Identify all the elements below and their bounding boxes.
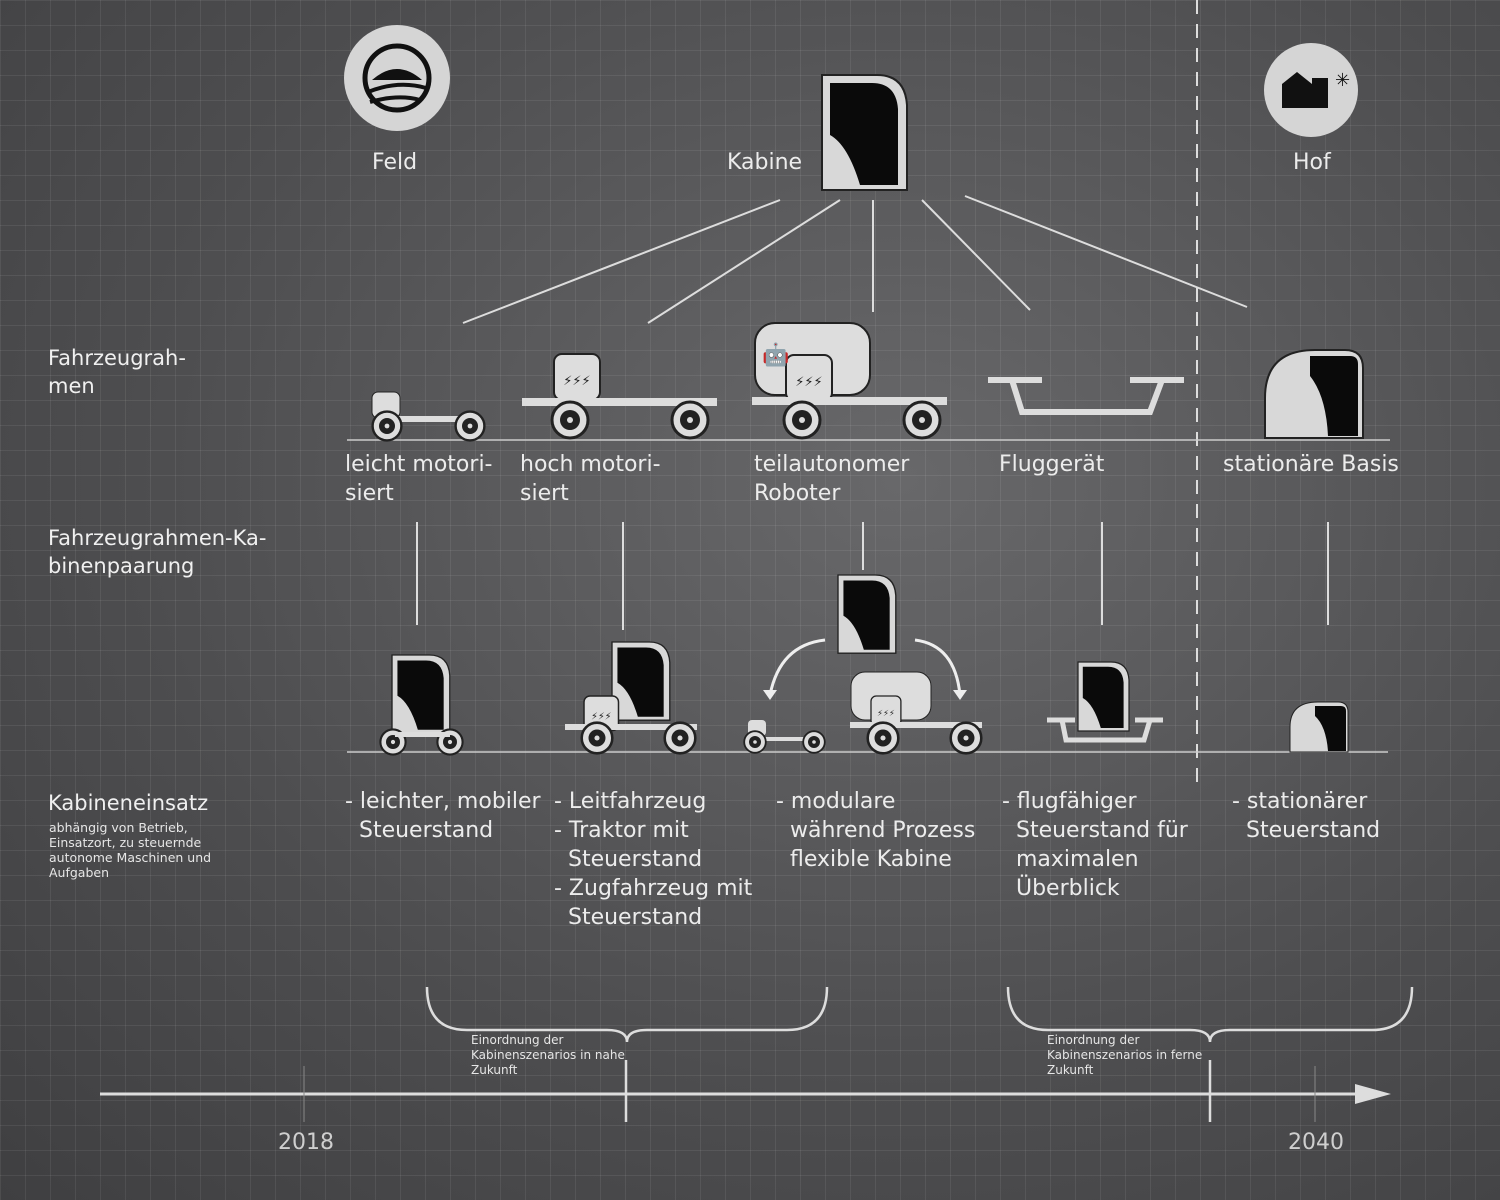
robot-frame: 🤖 xyxy=(752,322,947,440)
usage-text: - stationärer Steuerstand xyxy=(1232,789,1381,843)
far-future-note: Einordnung der Kabinenszenarios in ferne… xyxy=(1047,1033,1203,1077)
timeline-start-year: 2018 xyxy=(278,1130,334,1155)
cabin-label: Kabine xyxy=(727,150,803,175)
farm-icon: ✳ xyxy=(1264,43,1358,137)
stationary-base-with-cabin xyxy=(1289,701,1349,753)
heavy-vehicle-with-cabin xyxy=(565,641,697,755)
usage-text: - leichter, mobiler Steuerstand xyxy=(345,789,541,843)
near-future-note: Einordnung der Kabinenszenarios in nahe … xyxy=(471,1033,625,1077)
modular-cabin-swap xyxy=(743,574,983,755)
stationary-base-frame xyxy=(1264,349,1364,439)
field-label: Feld xyxy=(372,150,418,175)
svg-text:✳: ✳ xyxy=(1335,70,1350,91)
usage-text: - Leitfahrzeug - Traktor mit Steuerstand… xyxy=(554,789,753,930)
row-label-pairing: Fahrzeugrahmen-Ka- binenpaarung xyxy=(48,526,267,578)
timeline-end-year: 2040 xyxy=(1288,1130,1344,1155)
row-label-frame: Fahrzeugrah- men xyxy=(48,346,186,398)
frame-label: hoch motori- siert xyxy=(520,452,661,506)
timeline-axis xyxy=(100,1060,1391,1122)
frame-label: leicht motori- siert xyxy=(345,452,493,506)
aircraft-frame xyxy=(988,377,1184,415)
usage-text: - flugfähiger Steuerstand für maximalen … xyxy=(1002,789,1188,901)
usage-text: - modulare während Prozess flexible Kabi… xyxy=(776,789,976,872)
connector-lines xyxy=(416,195,1329,630)
frame-label: stationäre Basis xyxy=(1223,452,1399,477)
row-usage-note: abhängig von Betrieb, Einsatzort, zu ste… xyxy=(49,820,212,880)
frame-label: Fluggerät xyxy=(999,452,1105,477)
light-vehicle-frame xyxy=(371,391,486,442)
heavy-vehicle-frame xyxy=(522,353,717,440)
field-icon xyxy=(344,25,450,131)
near-future-brace xyxy=(425,986,829,1043)
light-vehicle-with-cabin xyxy=(379,654,464,756)
far-future-brace xyxy=(1006,986,1414,1043)
row-label-usage: Kabineneinsatz xyxy=(48,791,209,815)
farm-label: Hof xyxy=(1293,150,1331,175)
cabin-icon xyxy=(821,74,908,191)
aircraft-with-cabin xyxy=(1047,661,1163,743)
svg-text:🤖: 🤖 xyxy=(762,342,789,368)
frame-label: teilautonomer Roboter xyxy=(754,452,910,506)
